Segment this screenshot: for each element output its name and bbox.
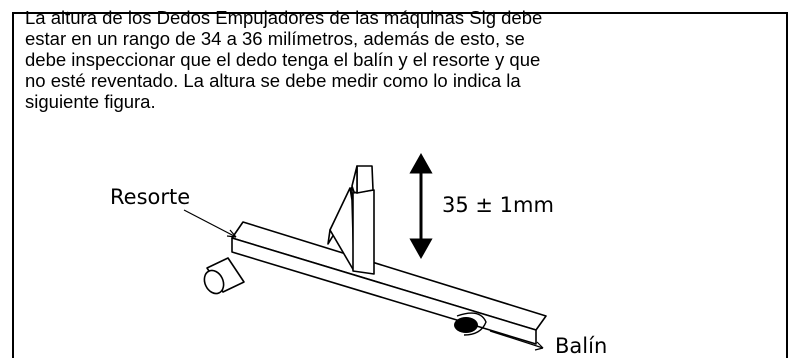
height-arrow <box>409 152 433 260</box>
ball-icon <box>454 317 478 333</box>
ball-leader <box>489 330 544 349</box>
finger-side <box>329 187 355 272</box>
instruction-paragraph: La altura de los Dedos Empujadores de la… <box>25 7 770 112</box>
spring-leader <box>183 209 237 238</box>
finger-top-back <box>351 165 358 194</box>
paragraph-line: siguiente figura. <box>25 91 156 112</box>
finger-top <box>356 165 374 194</box>
spring-label: Resorte <box>110 185 191 209</box>
paragraph-line: debe inspeccionar que el dedo tenga el b… <box>25 49 541 70</box>
paragraph-line: La altura de los Dedos Empujadores de la… <box>25 7 543 28</box>
ball-label: Balín <box>555 334 608 358</box>
paragraph-line: estar en un rango de 34 a 36 milímetros,… <box>25 28 525 49</box>
paragraph-line: no esté reventado. La altura se debe med… <box>25 70 521 91</box>
finger-front <box>352 189 375 275</box>
base-bar <box>231 221 547 331</box>
ball-ring <box>456 312 487 336</box>
base-bar-front <box>231 237 537 345</box>
document-frame <box>12 12 788 358</box>
cylinder-end <box>203 269 225 295</box>
height-label: 35 ± 1mm <box>442 193 554 217</box>
